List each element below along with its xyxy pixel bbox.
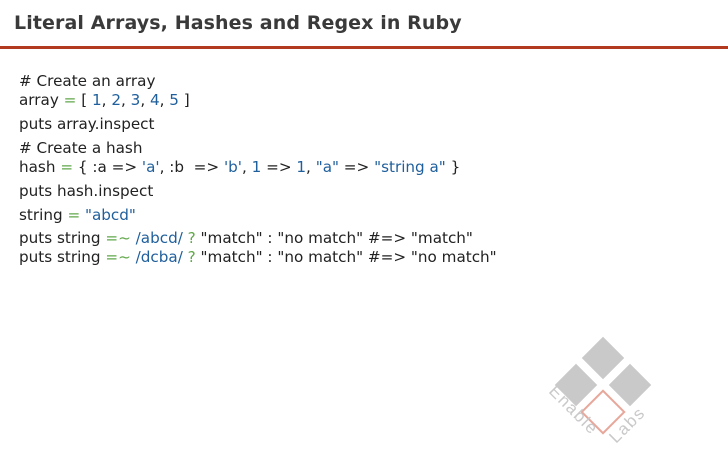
regex: /dcba/ xyxy=(135,248,183,267)
punct: } xyxy=(445,157,461,176)
punct: , xyxy=(241,157,252,176)
code-line: # Create a hash xyxy=(19,139,497,158)
code-line: puts string =~ /dcba/ ? "match" : "no ma… xyxy=(19,248,497,267)
logo-diamond xyxy=(554,363,598,407)
punct: , xyxy=(120,91,131,110)
punct: [ xyxy=(76,91,92,110)
code-line: puts array.inspect xyxy=(19,115,497,134)
punct: => xyxy=(338,157,375,176)
punct: ] xyxy=(178,91,190,110)
number: 1 xyxy=(251,157,262,176)
statement: puts hash.inspect xyxy=(19,181,154,200)
punct: , :b => xyxy=(159,157,224,176)
punct: , xyxy=(306,157,316,176)
regex: /abcd/ xyxy=(135,229,183,248)
number: 1 xyxy=(296,157,307,176)
code-line: puts hash.inspect xyxy=(19,182,497,201)
number: 2 xyxy=(111,91,121,110)
logo-diamonds xyxy=(554,336,652,435)
number: 5 xyxy=(169,91,179,110)
punct: , xyxy=(101,91,112,110)
statement: "match" : "no match" #=> "match" xyxy=(195,229,473,248)
operator: = xyxy=(60,157,74,176)
identifier: hash xyxy=(19,157,61,176)
code-line: array = [ 1, 2, 3, 4, 5 ] xyxy=(19,91,497,110)
string: 'b' xyxy=(223,157,242,176)
punct: { :a => xyxy=(73,157,142,176)
title-rule xyxy=(0,46,728,49)
logo-diamond xyxy=(581,336,625,380)
number: 1 xyxy=(91,91,102,110)
operator: ? xyxy=(187,229,196,248)
statement: "match" : "no match" #=> "no match" xyxy=(195,248,497,267)
code-block: # Create an array array = [ 1, 2, 3, 4, … xyxy=(19,72,497,268)
string: 'a' xyxy=(141,157,160,176)
operator: ? xyxy=(187,248,196,267)
code-line: string = "abcd" xyxy=(19,206,497,225)
operator: = xyxy=(67,205,81,224)
code-line: puts string =~ /abcd/ ? "match" : "no ma… xyxy=(19,229,497,248)
slide-title: Literal Arrays, Hashes and Regex in Ruby xyxy=(14,12,462,34)
string: "string a" xyxy=(374,157,446,176)
code-line: # Create an array xyxy=(19,72,497,91)
identifier: string xyxy=(19,205,68,224)
code-line: hash = { :a => 'a', :b => 'b', 1 => 1, "… xyxy=(19,158,497,177)
punct: , xyxy=(140,91,150,110)
identifier: array xyxy=(19,91,64,110)
operator: =~ xyxy=(105,248,131,267)
statement: puts string xyxy=(19,229,106,248)
number: 4 xyxy=(149,91,160,110)
string: "abcd" xyxy=(85,205,136,224)
logo-diamond-outline xyxy=(580,389,626,435)
punct: , xyxy=(159,91,170,110)
comment: # Create a hash xyxy=(19,138,143,157)
statement: puts string xyxy=(19,248,106,267)
logo-diamond xyxy=(608,363,652,407)
number: 3 xyxy=(130,91,141,110)
operator: =~ xyxy=(105,229,131,248)
comment: # Create an array xyxy=(19,72,156,90)
string: "a" xyxy=(315,157,339,176)
statement: puts array.inspect xyxy=(19,114,155,133)
logo-text-labs: Labs xyxy=(605,403,649,447)
logo-text-enable: Enable xyxy=(545,381,602,438)
operator: = xyxy=(63,91,77,110)
punct: => xyxy=(261,157,297,176)
